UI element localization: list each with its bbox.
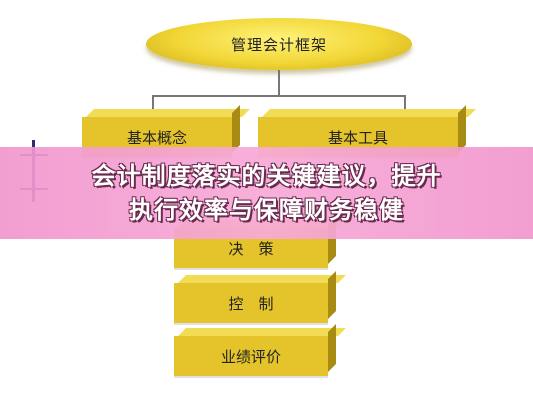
connector-line xyxy=(152,95,154,115)
stack-label-performance: 业绩评价 xyxy=(220,347,281,366)
connector-line xyxy=(404,95,406,115)
stack-box-control: 控 制 xyxy=(174,271,346,323)
connector-line xyxy=(278,70,280,96)
banner-title-line-2: 执行效率与保障财务稳健 xyxy=(129,196,404,224)
stack-label-control: 控 制 xyxy=(228,294,274,313)
banner-title-line-1: 会计制度落实的关键建议，提升 xyxy=(91,162,442,190)
title-banner: 会计制度落实的关键建议，提升 执行效率与保障财务稳健 xyxy=(0,147,533,239)
right-node-label: 基本工具 xyxy=(327,128,388,147)
connector-line xyxy=(152,95,406,97)
top-node-ellipse: 管理会计框架 xyxy=(146,18,412,70)
stack-label-decision: 决 策 xyxy=(228,239,274,258)
top-node-label: 管理会计框架 xyxy=(230,35,327,54)
left-node-label: 基本概念 xyxy=(126,128,187,147)
stack-box-performance: 业绩评价 xyxy=(174,324,346,376)
